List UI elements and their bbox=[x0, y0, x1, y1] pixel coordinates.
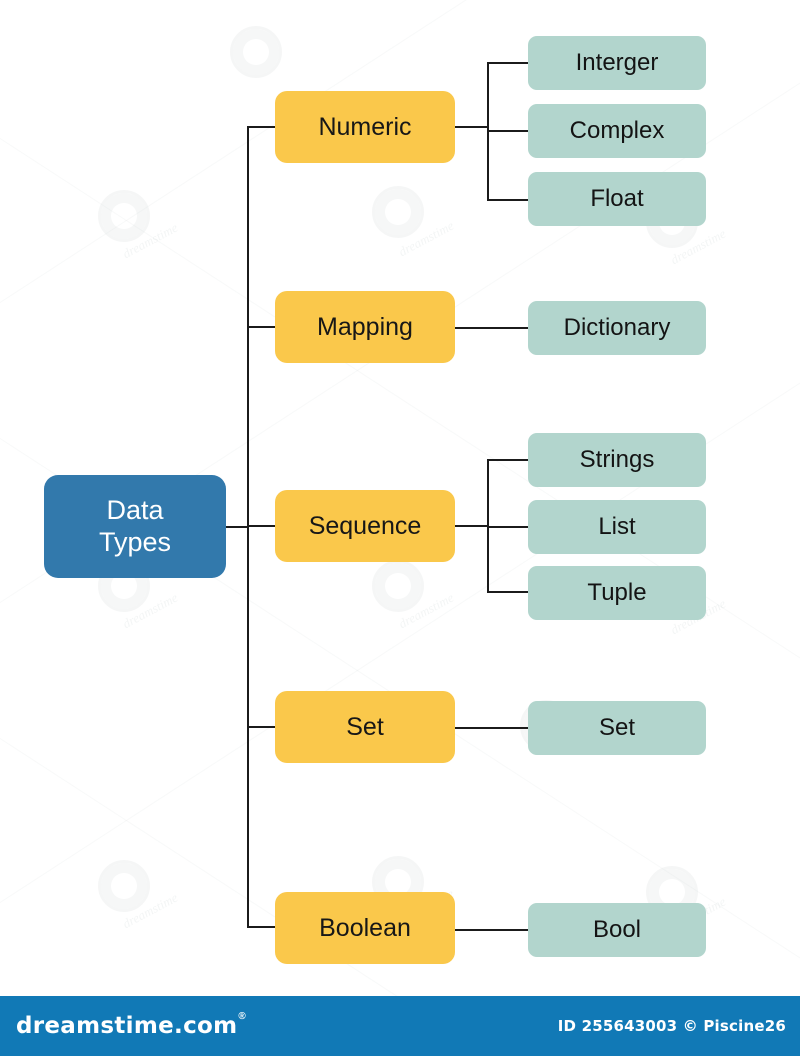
node-category-set-label: Set bbox=[346, 712, 384, 741]
node-category-mapping[interactable]: Mapping bbox=[275, 291, 455, 363]
node-category-set[interactable]: Set bbox=[275, 691, 455, 763]
connector-layer bbox=[225, 62, 529, 931]
connector-branch-set bbox=[247, 726, 277, 728]
node-leaf-set[interactable]: Set bbox=[528, 701, 706, 755]
node-leaf-list-label: List bbox=[598, 513, 636, 540]
dreamstime-logo[interactable]: dreamstime.com ® bbox=[16, 1011, 246, 1039]
connector-numeric-stem bbox=[455, 126, 489, 128]
node-leaf-bool[interactable]: Bool bbox=[528, 903, 706, 957]
node-root-data-types[interactable]: Data Types bbox=[44, 475, 226, 578]
node-category-numeric[interactable]: Numeric bbox=[275, 91, 455, 163]
node-leaf-interger[interactable]: Interger bbox=[528, 36, 706, 90]
node-category-sequence[interactable]: Sequence bbox=[275, 490, 455, 562]
node-leaf-dictionary[interactable]: Dictionary bbox=[528, 301, 706, 355]
node-leaf-interger-label: Interger bbox=[575, 49, 659, 76]
image-credit-text: ID 255643003 © Piscine26 bbox=[557, 1017, 786, 1035]
node-category-sequence-label: Sequence bbox=[308, 511, 422, 540]
dreamstime-logo-text: dreamstime.com bbox=[16, 1013, 238, 1039]
connector-leaf-interger bbox=[487, 62, 529, 64]
node-leaf-list[interactable]: List bbox=[528, 500, 706, 554]
connector-main-trunk bbox=[247, 127, 249, 927]
node-leaf-complex[interactable]: Complex bbox=[528, 104, 706, 158]
connector-sequence-stem bbox=[455, 525, 489, 527]
connector-leaf-strings bbox=[487, 459, 529, 461]
node-leaf-tuple[interactable]: Tuple bbox=[528, 566, 706, 620]
connector-branch-numeric bbox=[247, 126, 277, 128]
node-leaf-strings-label: Strings bbox=[579, 446, 655, 473]
node-leaf-dictionary-label: Dictionary bbox=[563, 314, 671, 341]
node-leaf-bool-label: Bool bbox=[592, 916, 642, 943]
stock-photo-footer-bar: dreamstime.com ® ID 255643003 © Piscine2… bbox=[0, 996, 800, 1056]
registered-mark-icon: ® bbox=[238, 1011, 246, 1022]
connector-leaf-tuple bbox=[487, 591, 529, 593]
node-leaf-complex-label: Complex bbox=[569, 117, 665, 144]
node-root-label: Data Types bbox=[93, 495, 177, 558]
node-leaf-float[interactable]: Float bbox=[528, 172, 706, 226]
connector-branch-mapping bbox=[247, 326, 277, 328]
connector-branch-sequence bbox=[247, 525, 277, 527]
connector-root-stub bbox=[225, 526, 249, 528]
node-category-numeric-label: Numeric bbox=[318, 112, 412, 141]
node-leaf-float-label: Float bbox=[590, 185, 644, 212]
connector-branch-boolean bbox=[247, 926, 277, 928]
node-root-label-line2: Types bbox=[98, 526, 172, 557]
connector-leaf-set bbox=[455, 727, 529, 729]
node-root-label-line1: Data bbox=[106, 495, 164, 526]
node-category-boolean-label: Boolean bbox=[319, 913, 411, 942]
node-leaf-tuple-label: Tuple bbox=[587, 579, 647, 606]
node-leaf-strings[interactable]: Strings bbox=[528, 433, 706, 487]
node-leaf-set-label: Set bbox=[598, 714, 636, 741]
connector-leaf-float bbox=[487, 199, 529, 201]
connector-leaf-complex bbox=[487, 130, 529, 132]
connector-leaf-dictionary bbox=[455, 327, 529, 329]
node-category-mapping-label: Mapping bbox=[317, 312, 413, 341]
connector-leaf-bool bbox=[455, 929, 529, 931]
connector-leaf-list bbox=[487, 526, 529, 528]
node-category-boolean[interactable]: Boolean bbox=[275, 892, 455, 964]
